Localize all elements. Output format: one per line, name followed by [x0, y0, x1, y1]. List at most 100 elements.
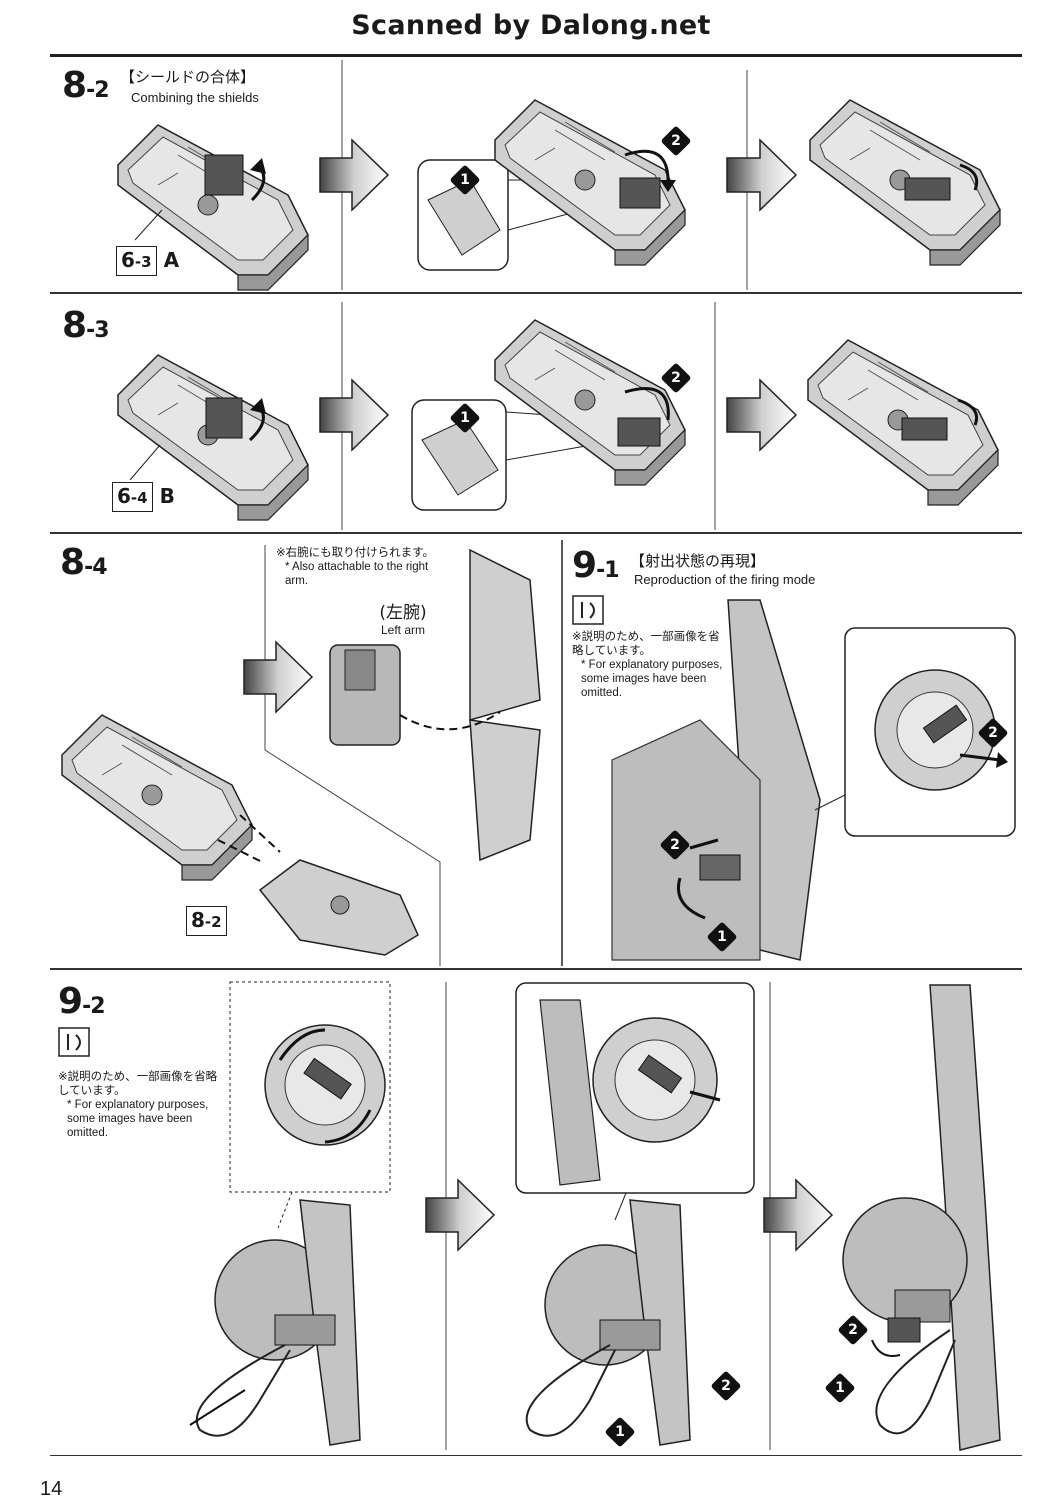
optional-step-icon	[572, 595, 604, 625]
grip-part	[894, 1289, 951, 1323]
bottom-rule	[50, 1455, 1022, 1456]
rotate-arrow-icon	[871, 1339, 901, 1357]
step-marker-icon: 1	[449, 402, 481, 434]
connection-guide	[239, 814, 281, 853]
arrow-right-icon	[726, 138, 798, 212]
page-number: 14	[40, 1478, 63, 1500]
reference-letter: A	[163, 248, 180, 272]
step-8-4-number: 8-4	[60, 542, 108, 586]
step-number-sub: -2	[82, 994, 105, 1019]
push-arrow-icon	[689, 838, 719, 850]
left-arm-label-en: Left arm	[380, 623, 425, 637]
pull-arrow-icon	[189, 1389, 246, 1426]
left-arm-label-jp: (左腕)	[379, 603, 427, 623]
step-8-2-title-en: Combining the shields	[131, 90, 259, 105]
weapon-arm	[539, 999, 601, 1186]
note-en: * Also attachable to the right arm.	[285, 561, 429, 587]
divider	[264, 545, 441, 966]
step-marker-label: 1	[717, 929, 727, 945]
note-jp: ※説明のため、一部画像を省略しています。	[572, 631, 720, 657]
note-jp: ※説明のため、一部画像を省略しています。	[58, 1071, 218, 1097]
step-8-4-note: ※右腕にも取り付けられます。 * Also attachable to the …	[276, 546, 476, 588]
callout-leader	[614, 1192, 627, 1221]
step-9-1-title-jp: 【射出状態の再現】	[630, 552, 766, 570]
step-9-2-note: ※説明のため、一部画像を省略しています。 * For explanatory p…	[58, 1070, 218, 1140]
optional-step-icon	[67, 1034, 81, 1051]
rotate-arrow-icon	[250, 398, 266, 414]
rotate-arrow-icon	[278, 1028, 326, 1061]
step-marker-icon: 1	[604, 1416, 636, 1448]
step-number-sub: -4	[84, 555, 107, 580]
clip-part	[617, 417, 661, 447]
arrow-right-icon	[319, 378, 390, 452]
row-divider-8-3	[50, 292, 1022, 294]
shield-part	[117, 124, 309, 291]
note-jp: ※右腕にも取り付けられます。	[276, 547, 434, 559]
ref-leader	[134, 209, 163, 241]
step-9-1-note: ※説明のため、一部画像を省略しています。 * For explanatory p…	[572, 630, 726, 700]
step-marker-label: 1	[460, 410, 470, 426]
step-8-2-number: 8-2	[62, 65, 110, 109]
top-rule	[50, 54, 1022, 57]
row-divider-9-2	[50, 968, 1022, 970]
step-marker-icon: 1	[706, 921, 738, 953]
wire-loop	[875, 1329, 956, 1435]
rotate-arrow-icon	[957, 398, 979, 426]
rotate-arrow-icon	[250, 158, 266, 174]
note-en: * For explanatory purposes, some images …	[581, 659, 723, 699]
rotate-arrow-icon	[959, 163, 979, 191]
folded-clip	[904, 177, 951, 201]
reference-box: 6-3	[116, 246, 157, 276]
rotate-arrow-icon	[624, 149, 670, 186]
folded-clip	[901, 417, 948, 441]
step-marker-label: 1	[835, 1380, 845, 1396]
wire-loop	[525, 1344, 616, 1437]
step-marker-icon: 1	[449, 164, 481, 196]
step-marker-label: 2	[721, 1378, 731, 1394]
step-marker-icon: 2	[659, 829, 691, 861]
step-9-2-number: 9-2	[58, 981, 106, 1025]
step-number-main: 8	[62, 305, 87, 346]
reference-box: 6-4	[112, 482, 153, 512]
step-marker-label: 1	[615, 1424, 625, 1440]
rotate-arrow-icon	[324, 1109, 372, 1144]
shield-pair	[469, 548, 541, 721]
rotate-arrow-icon	[677, 877, 706, 920]
push-arrow-icon	[689, 1090, 721, 1102]
step-8-3-reference: 6-4 B	[112, 482, 175, 512]
step-marker-icon: 1	[824, 1372, 856, 1404]
push-arrow-icon	[959, 753, 1001, 762]
launcher-slot	[303, 1057, 352, 1100]
clip-part	[204, 154, 244, 196]
callout-leader	[814, 794, 846, 811]
step-number-main: 9	[572, 545, 597, 586]
optional-step-icon	[58, 1027, 90, 1057]
clip-part	[205, 397, 243, 439]
shield-part	[61, 714, 253, 881]
step-marker-icon: 2	[837, 1314, 869, 1346]
step-number-main: 8	[60, 542, 85, 583]
connection-guide	[217, 839, 263, 863]
step-marker-label: 2	[671, 370, 681, 386]
ejected-tab	[887, 1317, 921, 1343]
optional-step-icon	[581, 602, 595, 619]
callout-leader	[277, 1191, 293, 1229]
tab-part	[699, 854, 741, 881]
launcher-slot	[637, 1054, 683, 1094]
note-en: * For explanatory purposes, some images …	[67, 1099, 209, 1139]
step-8-2-reference: 6-3 A	[116, 246, 179, 276]
grip-part	[274, 1314, 336, 1346]
step-number-main: 9	[58, 981, 83, 1022]
launcher-slot	[922, 704, 968, 744]
wire-loop	[195, 1344, 291, 1437]
shield-pair	[469, 719, 541, 862]
weapon-blade	[929, 984, 1001, 1451]
step-number-main: 8	[62, 65, 87, 106]
row-divider-8-4	[50, 532, 1022, 534]
scan-credit-title: Scanned by Dalong.net	[351, 10, 711, 41]
step-number-sub: -2	[86, 78, 109, 103]
step-marker-icon: 2	[977, 717, 1009, 749]
step-8-4-reference: 8-2	[186, 906, 227, 936]
push-arrow-icon	[996, 752, 1008, 768]
shield-part	[494, 319, 686, 486]
